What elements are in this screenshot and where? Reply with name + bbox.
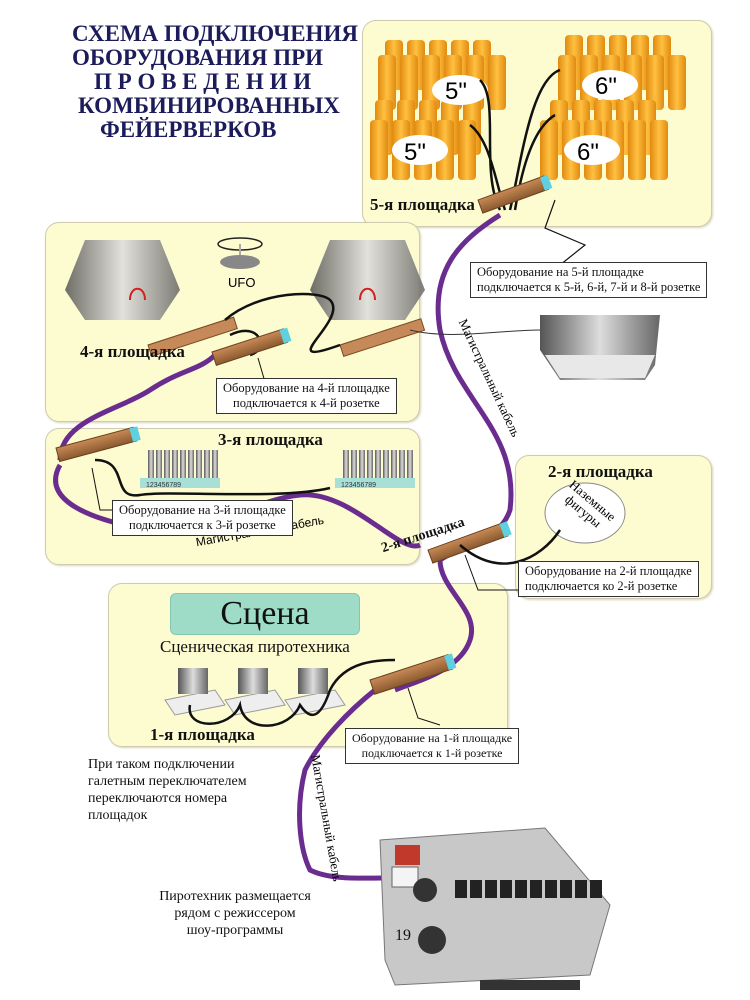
firing-console bbox=[379, 827, 611, 990]
shell-size-label: 6" bbox=[595, 73, 617, 100]
rack-numbers: 123456789 bbox=[341, 482, 376, 489]
title-line: П Р О В Е Д Е Н И И bbox=[94, 69, 312, 94]
ufo-device bbox=[217, 237, 263, 269]
main-cable-site4 bbox=[57, 353, 217, 461]
title-line: КОМБИНИРОВАННЫХ bbox=[78, 93, 340, 118]
switch-note: При таком подключении галетным переключа… bbox=[88, 757, 247, 823]
tube-rack-right bbox=[335, 450, 415, 488]
page-number: 19 bbox=[395, 927, 411, 944]
ground-figures-bubble bbox=[544, 482, 626, 544]
cake-battery-right bbox=[310, 240, 425, 320]
operator-note: Пиротехник размещается рядом с режиссеро… bbox=[159, 889, 311, 938]
firing-module-site-3 bbox=[55, 426, 141, 463]
page-title: СХЕМА ПОДКЛЮЧЕНИЯ ОБОРУДОВАНИЯ ПРИ П Р О… bbox=[72, 22, 372, 142]
tube-rack-left bbox=[140, 450, 220, 488]
shell-size-label: 5" bbox=[445, 78, 467, 105]
firing-module-site-4 bbox=[211, 327, 292, 366]
scene-label: Сцена bbox=[170, 593, 360, 635]
terminal-strip-left bbox=[147, 316, 238, 358]
shell-size-label: 5" bbox=[404, 139, 426, 166]
ground-cake-outside bbox=[540, 315, 660, 380]
site-4-note: Оборудование на 4-й площадке подключаетс… bbox=[216, 378, 397, 414]
site-4-label: 4-я площадка bbox=[80, 342, 185, 361]
firing-module-site-2 bbox=[427, 521, 512, 564]
firing-module-site-5 bbox=[477, 174, 553, 214]
site-3-label: 3-я площадка bbox=[218, 430, 323, 449]
title-line: ФЕЙЕРВЕРКОВ bbox=[100, 117, 277, 142]
terminal-strip-right bbox=[339, 318, 426, 358]
site-1-note: Оборудование на 1-й площадке подключаетс… bbox=[345, 728, 520, 764]
site-5-note: Оборудование на 5-й площадке подключаетс… bbox=[470, 262, 708, 298]
rack-numbers: 123456789 bbox=[146, 482, 181, 489]
firing-module-site-1 bbox=[369, 653, 457, 695]
title-line: ОБОРУДОВАНИЯ ПРИ bbox=[72, 45, 324, 70]
cake-battery-left bbox=[65, 240, 180, 320]
site-3-note: Оборудование на 3-й площадке подключаетс… bbox=[112, 500, 293, 536]
ufo-label: UFO bbox=[228, 275, 255, 290]
site-1-label: 1-я площадка bbox=[150, 725, 255, 744]
site-5-label: 5-я площадка bbox=[370, 195, 475, 214]
shell-racks-site-5 bbox=[370, 35, 686, 180]
site-2-note: Оборудование на 2-й площадке подключаетс… bbox=[518, 561, 699, 597]
main-cable-console bbox=[297, 688, 386, 881]
scene-subtitle: Сценическая пиротехника bbox=[160, 637, 350, 656]
title-line: СХЕМА ПОДКЛЮЧЕНИЯ bbox=[72, 21, 358, 46]
site-3-panel bbox=[45, 428, 420, 565]
main-cable bbox=[394, 212, 514, 693]
shell-size-label: 6" bbox=[577, 139, 599, 166]
site-2-label: 2-я площадка bbox=[548, 462, 653, 481]
stage-pyro-units bbox=[164, 668, 346, 716]
